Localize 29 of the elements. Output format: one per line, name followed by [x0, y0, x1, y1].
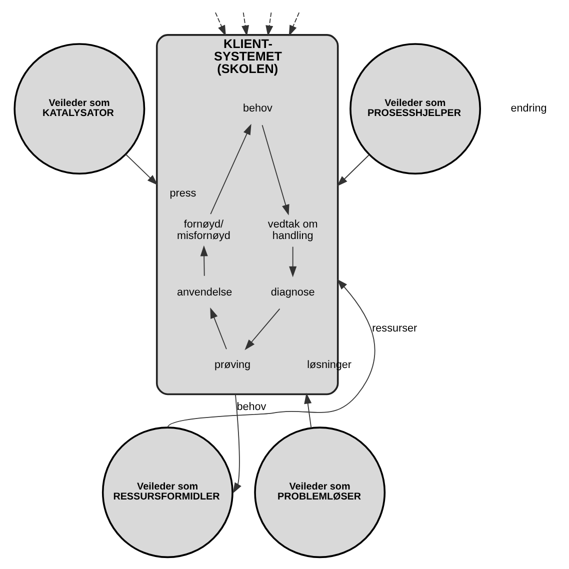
edge-label: behov	[236, 401, 266, 414]
node-text: prøving	[214, 359, 251, 372]
arrow	[336, 154, 370, 186]
node-text: anvendelse	[176, 286, 232, 298]
edge-label: ressurser	[372, 322, 418, 335]
node-circle: Veileder som RESSURSFORMIDLER	[102, 426, 234, 558]
node-circle: Veileder som KATALYSATOR	[14, 43, 146, 175]
arrow	[262, 124, 290, 216]
arrow	[210, 124, 252, 215]
arrow	[200, 245, 208, 276]
arrow	[289, 246, 297, 278]
arrow	[232, 394, 242, 494]
node-text: fornøyd/ misfornøyd	[176, 218, 230, 242]
arrow	[214, 12, 226, 36]
arrow	[125, 154, 158, 186]
arrow	[266, 12, 274, 36]
arrow	[167, 279, 376, 428]
node-text: diagnose	[270, 286, 315, 298]
arrow	[242, 12, 250, 36]
label: endring	[510, 102, 547, 115]
arrow	[244, 308, 280, 350]
node-text: behov	[243, 102, 272, 115]
node-text: vedtak om handling	[268, 218, 318, 242]
arrow	[210, 308, 227, 350]
edge-label: press	[170, 188, 196, 200]
node-circle: Veileder som PROSESSHJELPER	[350, 43, 482, 175]
arrow	[304, 392, 312, 428]
arrow	[288, 12, 300, 36]
node-circle: Veileder som PROBLEMLØSER	[254, 426, 386, 558]
